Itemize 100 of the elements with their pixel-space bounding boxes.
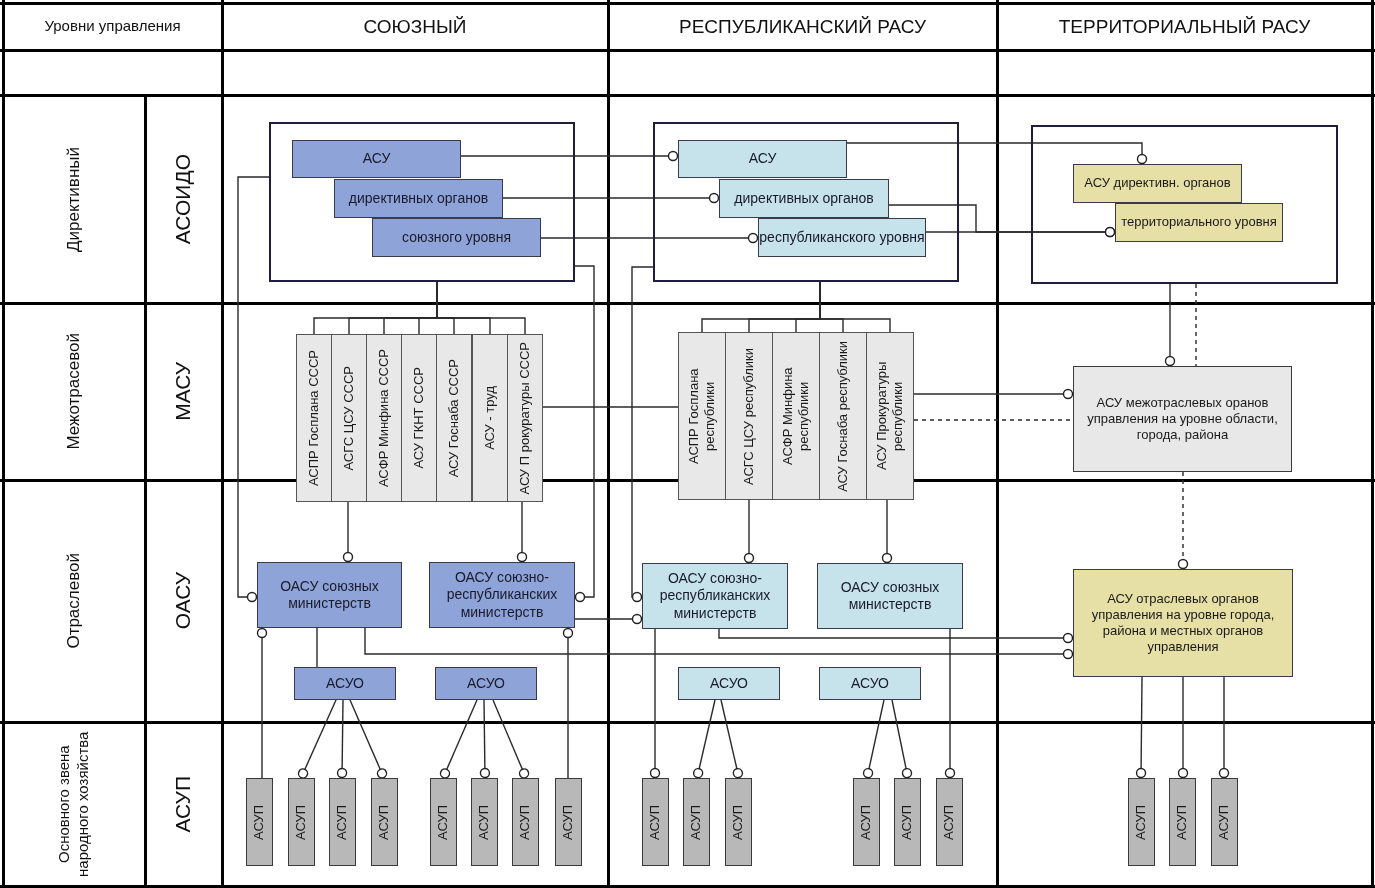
row-label: МАСУ xyxy=(170,362,196,421)
box-text: республиканского уровня xyxy=(759,228,925,247)
box-text: АСПР Госплана республики xyxy=(685,367,718,466)
box-text: территориального уровня xyxy=(1121,214,1277,231)
system-box xyxy=(1169,778,1196,866)
connector xyxy=(492,699,530,779)
column-header: ТЕРРИТОРИАЛЬНЫЙ РАСУ xyxy=(1058,14,1311,39)
connector xyxy=(516,501,528,563)
system-box xyxy=(853,778,880,866)
system-box xyxy=(1115,203,1283,242)
system-box xyxy=(1128,778,1155,866)
box-text: АСУО xyxy=(326,674,364,693)
table-header: Уровни управления xyxy=(44,17,181,36)
row-label: ОАСУ xyxy=(170,572,196,630)
box-text: АСУ xyxy=(362,150,391,168)
dashed-connector xyxy=(1177,471,1189,570)
connector xyxy=(913,388,1074,400)
system-box xyxy=(366,334,402,502)
system-box xyxy=(894,778,921,866)
system-box xyxy=(257,562,402,628)
group-frame xyxy=(269,122,575,282)
connector xyxy=(540,232,759,244)
box-text: АСУП xyxy=(941,804,958,840)
connector xyxy=(1218,676,1230,779)
system-box xyxy=(435,667,537,700)
box-text: АСУ Госнаба СССР xyxy=(445,358,462,478)
box-text: союзного уровня xyxy=(402,228,511,247)
box-text: АСУП xyxy=(517,804,534,840)
connector xyxy=(862,699,885,779)
box-text: АСУ П рокуратуры СССР xyxy=(516,341,533,495)
connector xyxy=(439,699,478,779)
connector xyxy=(574,265,595,603)
connector xyxy=(336,699,348,779)
box-text: ОАСУ союзно-республиканских министерств xyxy=(445,568,559,622)
system-box xyxy=(817,563,963,629)
system-box xyxy=(372,218,541,257)
row-label: АСУП xyxy=(170,775,196,833)
connector xyxy=(881,499,893,564)
system-box xyxy=(1073,164,1242,203)
box-text: АСУО xyxy=(710,674,748,693)
system-box xyxy=(1073,569,1293,677)
connector xyxy=(542,406,679,408)
system-box xyxy=(436,334,472,502)
system-box xyxy=(472,334,508,502)
box-text: АСУ Прокуратуры республики xyxy=(873,360,906,473)
connector xyxy=(436,281,526,335)
connector xyxy=(256,627,268,779)
group-frame xyxy=(653,122,959,282)
system-box xyxy=(642,778,669,866)
row-label: Основного звена народного хозяйства xyxy=(55,730,92,879)
system-box xyxy=(719,179,889,218)
box-text: ОАСУ союзных министерств xyxy=(839,578,941,614)
system-box xyxy=(678,667,780,700)
system-box xyxy=(292,140,461,178)
connector xyxy=(718,628,1074,644)
system-box xyxy=(334,179,503,218)
connector xyxy=(349,699,388,779)
system-box xyxy=(683,778,710,866)
column-header: РЕСПУБЛИКАНСКИЙ РАСУ xyxy=(678,14,926,39)
system-box xyxy=(296,334,332,502)
box-text: АСУО xyxy=(851,674,889,693)
system-box xyxy=(758,218,926,257)
box-text: АСУП xyxy=(435,804,452,840)
connector xyxy=(237,176,270,603)
box-text: АСГС ЦСУ республики xyxy=(740,347,757,485)
box-text: АСФР Минфина СССР xyxy=(375,349,392,487)
box-text: АСУ директивн. органов xyxy=(1084,175,1231,192)
system-box xyxy=(772,332,820,500)
box-text: АСГС ЦСУ СССР xyxy=(340,365,357,471)
box-text: АСУП xyxy=(560,804,577,840)
box-text: АСУ ГКНТ СССР xyxy=(410,367,427,469)
connector xyxy=(720,699,744,779)
system-box xyxy=(678,140,847,178)
system-box xyxy=(471,778,498,866)
connector xyxy=(342,501,354,563)
group-frame xyxy=(1031,125,1338,284)
box-text: АСФР Минфина республики xyxy=(779,366,812,467)
row-label: АСОИДО xyxy=(170,153,196,245)
row-label: Отраслевой xyxy=(63,553,85,649)
box-text: директивных органов xyxy=(348,189,489,208)
connector xyxy=(891,699,913,779)
box-text: АСУП xyxy=(251,804,268,840)
system-box xyxy=(725,778,752,866)
box-text: АСУП xyxy=(293,804,310,840)
system-box xyxy=(512,778,539,866)
system-box xyxy=(329,778,356,866)
system-box xyxy=(331,334,367,502)
system-box xyxy=(430,778,457,866)
box-text: АСУП xyxy=(899,804,916,840)
box-text: ОАСУ союзных министерств xyxy=(279,577,380,613)
box-text: АСУП xyxy=(334,804,351,840)
box-text: АСУП xyxy=(730,804,747,840)
box-text: АСУП xyxy=(376,804,393,840)
box-text: АСУП xyxy=(647,804,664,840)
box-text: АСУ межотраслевых оранов управления на уровне области, города, района xyxy=(1086,394,1279,444)
box-text: АСУ отраслевых органов управления на уровне города, района и местных органов управления xyxy=(1090,590,1276,656)
system-box xyxy=(288,778,315,866)
system-box xyxy=(819,667,921,700)
row-label: Директивный xyxy=(63,146,85,252)
connector xyxy=(819,281,891,333)
